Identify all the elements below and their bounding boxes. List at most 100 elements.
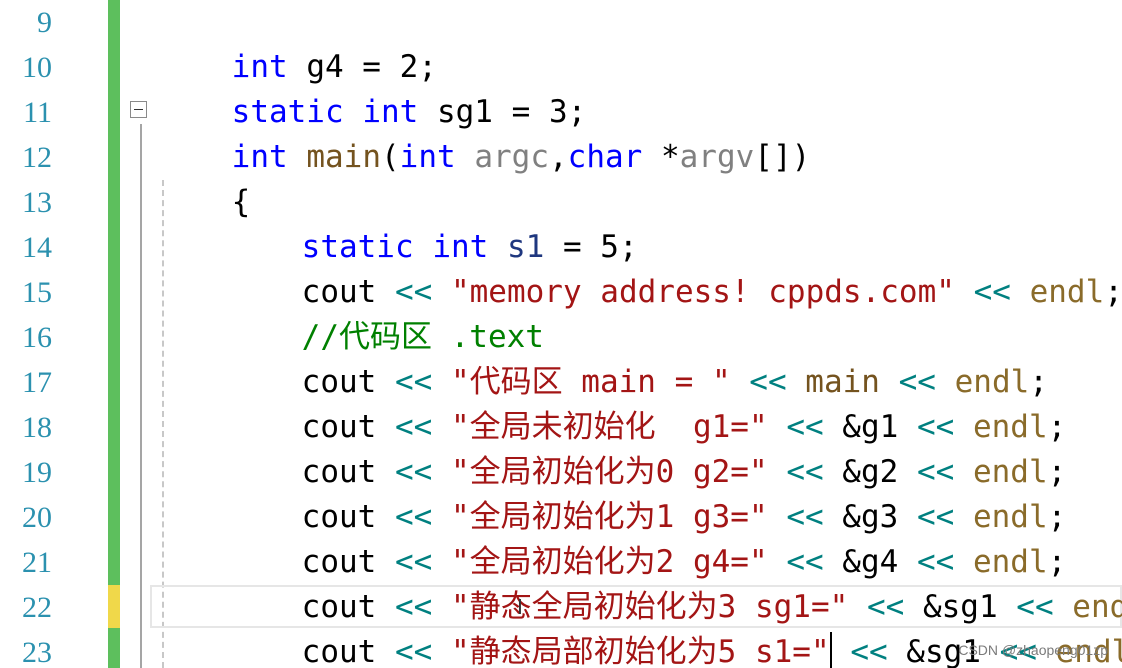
line-number: 21 [22,546,52,579]
operator: << [999,634,1037,668]
operator: << [394,634,433,668]
code-text: g4 = 2; [287,49,437,85]
change-marker-saved [108,628,120,668]
operator: << [394,364,433,400]
line-number-gutter: 9 10 11 12 13 14 15 16 17 18 19 20 21 22… [0,0,62,668]
code-text: &g1 [823,409,917,445]
code-text [288,139,307,175]
code-text: , [548,139,568,175]
line-number: 20 [22,501,52,534]
code-line-current[interactable]: cout << "静态局部初始化为5 s1=" << &sg1 << endl; [227,585,1122,668]
operator: << [394,499,433,535]
identifier: cout [301,454,377,490]
keyword: int [362,94,419,130]
watermark: CSDN @zhaopeng01zp [958,642,1108,658]
keyword: int [432,229,489,265]
code-line[interactable]: cout << "代码区 main = " << main << endl; [227,315,1048,400]
operator: << [866,589,905,625]
code-text: &g3 [823,499,917,535]
code-line[interactable]: int g4 = 2; [157,0,437,85]
code-line[interactable]: static int sg1 = 3; [157,45,587,130]
string-literal: "全局初始化为1 g3=" [450,499,768,535]
code-line[interactable]: cout << "全局初始化为2 g4=" << &g4 << endl; [227,495,1067,580]
keyword: static [231,94,344,130]
parameter: argv [679,139,755,175]
code-text [955,274,974,310]
code-text: ; [1047,409,1067,445]
code-text: &g4 [823,544,917,580]
operator: << [394,274,433,310]
endl-token: endl [972,499,1048,535]
endl-token: endl [954,364,1030,400]
line-number: 13 [22,186,52,219]
operator: << [850,634,888,668]
ibeam-cursor-icon: I [517,595,523,619]
keyword: char [567,139,643,175]
line-number: 9 [37,6,52,39]
code-text: ; [1047,499,1067,535]
operator: << [786,454,824,490]
identifier: cout [301,499,377,535]
operator: << [916,409,955,445]
code-line[interactable]: int main(int argc,char *argv[]) [157,90,811,175]
text-caret [829,632,832,668]
operator: << [898,364,936,400]
line-number: 22 [22,591,52,624]
line-number: 14 [22,231,52,264]
operator: << [916,454,955,490]
endl-token: endl [972,544,1048,580]
function-name: main [805,364,880,400]
string-literal: "全局初始化为2 g4=" [450,544,768,580]
collapse-icon[interactable] [130,101,147,118]
code-line[interactable]: { [157,135,251,220]
code-line[interactable]: static int s1 = 5; [227,180,638,265]
code-text: ; [1104,274,1122,310]
line-number: 17 [22,366,52,399]
code-text: * [642,139,680,175]
line-number: 12 [22,141,52,174]
code-text [832,634,851,668]
code-line[interactable]: //代码区 .text [227,270,544,355]
string-literal: "静态局部初始化为5 s1=" [450,634,830,668]
current-line-highlight [150,585,1122,628]
identifier: cout [301,544,377,580]
line-number: 10 [22,51,52,84]
outline-bracket [140,124,142,668]
code-line[interactable]: cout << "全局未初始化 g1=" << &g1 << endl; [227,360,1067,445]
operator: << [394,409,433,445]
operator: << [786,499,824,535]
code-line[interactable]: cout << "全局初始化为1 g3=" << &g3 << endl; [227,450,1067,535]
identifier: cout [301,589,377,625]
operator: << [786,409,824,445]
code-text: sg1 = 3; [418,94,587,130]
string-literal: "全局初始化为0 g2=" [450,454,768,490]
endl-token: endl [972,454,1048,490]
line-number: 16 [22,321,52,354]
code-text: &g2 [823,454,917,490]
change-marker-unsaved [108,585,120,628]
line-number: 11 [23,96,52,129]
keyword: int [231,139,288,175]
code-line[interactable]: cout << "全局初始化为0 g2=" << &g2 << endl; [227,405,1067,490]
code-text: ; [1047,454,1067,490]
operator: << [916,499,955,535]
code-text: { [231,184,251,220]
operator: << [394,454,433,490]
endl-token: endl [1029,274,1105,310]
endl-token: endl [1055,634,1122,668]
string-literal: "静态全局初始化为3 sg1=" [450,589,849,625]
code-line[interactable]: cout << "静态全局初始化为3 sg1=" << &sg1 << endl… [227,540,1122,625]
variable: s1 [506,229,545,265]
code-text [376,634,395,668]
code-line[interactable]: cout << "memory address! cppds.com" << e… [227,225,1122,310]
operator: << [394,589,433,625]
comment: //代码区 .text [301,319,544,355]
endl-token: endl [972,409,1048,445]
identifier: cout [301,634,377,668]
code-text: &sg1 [904,589,1017,625]
operator: << [786,544,824,580]
string-literal: "全局未初始化 g1=" [450,409,768,445]
code-text: []) [754,139,811,175]
code-text [432,634,451,668]
